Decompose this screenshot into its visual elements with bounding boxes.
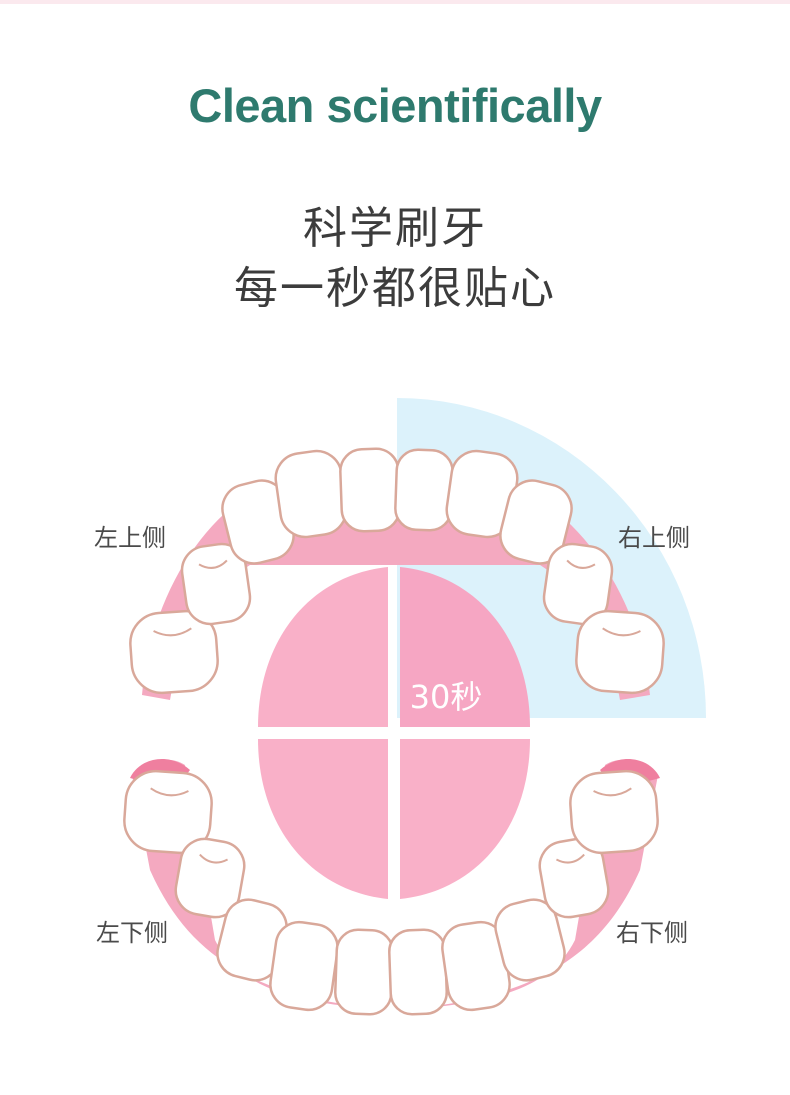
- upper-tooth: [129, 609, 219, 695]
- center-quadrant-upper-left: [258, 567, 388, 727]
- top-accent-strip: [0, 0, 790, 4]
- lower-tooth: [569, 769, 659, 855]
- lower-tooth: [334, 928, 394, 1016]
- center-quadrant-upper-right: [400, 567, 530, 727]
- center-quadrant-lower-left: [258, 739, 388, 899]
- lower-tooth: [388, 928, 448, 1016]
- lower-tooth: [538, 837, 610, 919]
- upper-tooth: [394, 448, 454, 532]
- upper-tooth: [575, 609, 665, 695]
- upper-tooth: [542, 542, 614, 626]
- quadrant-label-upper-right: 右上侧: [618, 524, 690, 552]
- quadrant-label-lower-left: 左下侧: [96, 919, 168, 947]
- lower-teeth: [123, 769, 659, 1016]
- upper-teeth: [129, 447, 665, 695]
- page-title-chinese-line2: 每一秒都很贴心: [234, 263, 556, 314]
- center-quadrants: [258, 567, 530, 899]
- upper-tooth: [339, 447, 401, 533]
- active-segment-duration-label: 30秒: [410, 678, 483, 716]
- quadrant-label-upper-left: 左上侧: [94, 524, 166, 552]
- lower-tooth: [269, 920, 339, 1012]
- quadrant-label-lower-right: 右下侧: [616, 919, 688, 947]
- page-title-chinese-line1: 科学刷牙: [303, 203, 487, 254]
- lower-tooth: [123, 769, 213, 855]
- page-title-english: Clean scientifically: [188, 79, 602, 132]
- lower-tooth: [174, 837, 246, 919]
- upper-tooth: [499, 479, 573, 565]
- center-quadrant-lower-right: [400, 739, 530, 899]
- upper-tooth: [274, 449, 348, 539]
- lower-tooth: [494, 898, 566, 982]
- upper-tooth: [180, 542, 252, 626]
